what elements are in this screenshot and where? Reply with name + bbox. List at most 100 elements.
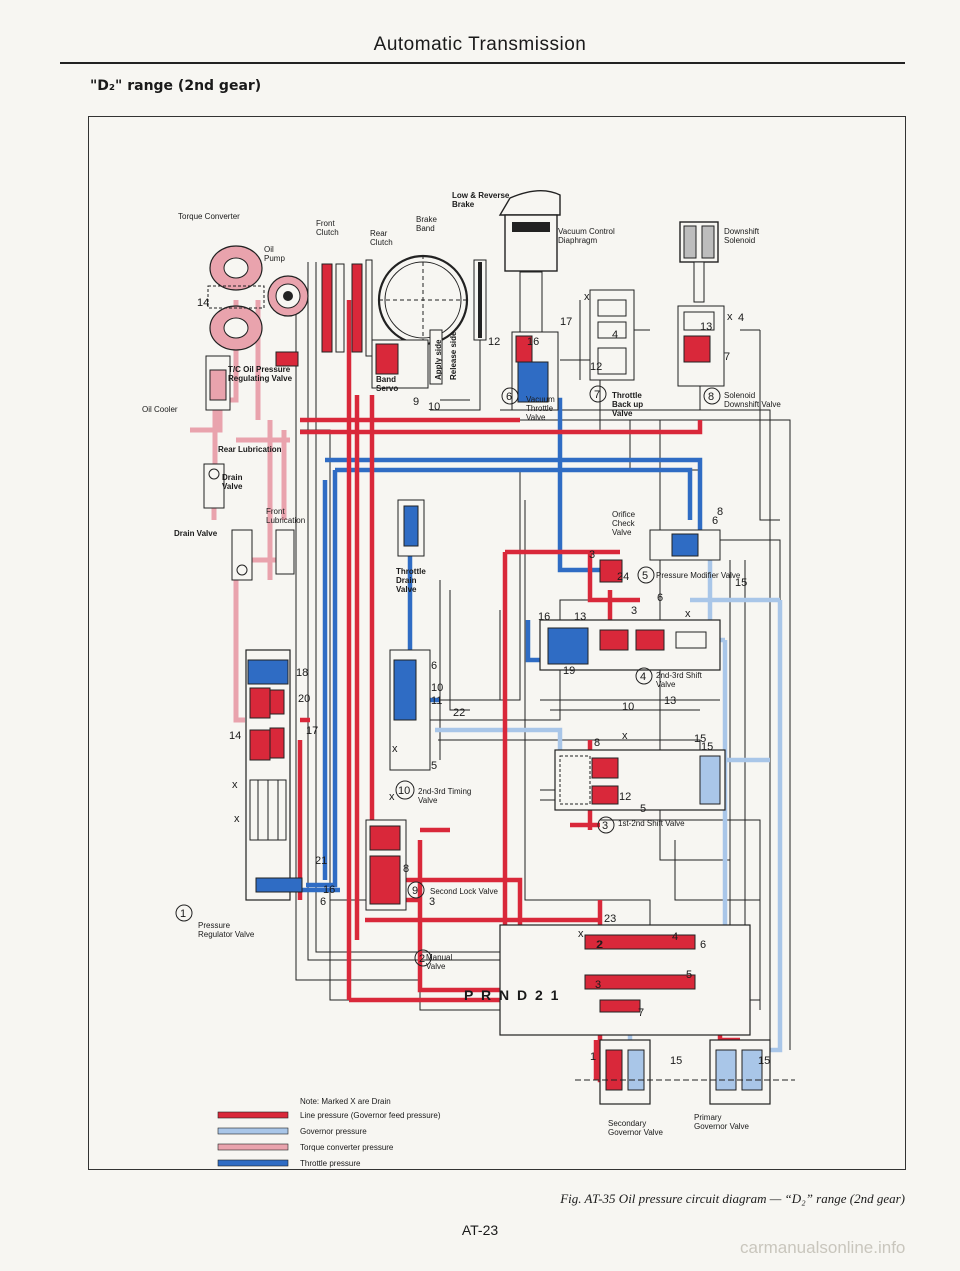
port-label: x [234,813,240,825]
label-torque-converter: Torque Converter [178,212,240,221]
port-label: x [584,291,590,303]
port-label: 12 [488,336,500,348]
downshift-solenoid [679,221,719,303]
port-label: x [232,779,238,791]
port-label: 23 [604,913,616,925]
brake-band-drum [377,254,469,346]
svg-text:5: 5 [642,570,648,582]
port-label: 13 [664,695,676,707]
drain-valve-upper [203,463,225,509]
port-label: x [578,928,584,940]
second-lock-valve [365,819,407,911]
shift-valve-2-3 [539,619,721,671]
header-rule [60,62,905,64]
throttle-back-up-valve [589,289,635,381]
marker-2: 2 [414,949,432,967]
port-label: 15 [758,1055,770,1067]
port-label: 15 [735,577,747,589]
page-number: AT-23 [461,1222,499,1238]
low-reverse-brake [473,259,487,341]
marker-10: 10 [395,780,415,800]
port-label: 18 [296,667,308,679]
port-label: 17 [560,316,572,328]
marker-9: 9 [407,881,425,899]
port-label: 1 [590,1051,596,1063]
label-oil-cooler: Oil Cooler [142,405,178,414]
pressure-regulator-valve [245,649,303,901]
vacuum-diaphragm [498,190,561,333]
label-second-lock-valve: Second Lock Valve [430,887,498,896]
drain-valve [231,529,253,581]
svg-text:7: 7 [594,389,600,401]
label-apply-side: Apply side [434,339,443,380]
port-label: 16 [538,611,550,623]
torque-converter [207,245,265,351]
svg-text:9: 9 [412,885,418,897]
port-label: 4 [612,329,618,341]
label-pressure-modifier-valve: Pressure Modifier Valve [656,571,741,580]
svg-text:8: 8 [708,391,714,403]
svg-text:2: 2 [419,953,425,965]
section-title: "D₂" range (2nd gear) [90,78,262,94]
port-label: 10 [431,682,443,694]
port-label: 5 [431,760,437,772]
port-label: 12 [590,361,602,373]
legend-label: Line pressure (Governor feed pressure) [300,1111,441,1120]
port-label: 3 [429,896,435,908]
svg-text:4: 4 [640,671,646,683]
legend-swatch [217,1159,289,1167]
svg-text:10: 10 [398,785,410,797]
port-label: 3 [589,549,595,561]
shift-valve-1-2 [554,749,726,811]
svg-text:6: 6 [506,391,512,403]
solenoid-downshift-valve [677,305,725,387]
port-label: 24 [617,571,629,583]
port-label: 6 [700,939,706,951]
port-label: 20 [298,693,310,705]
port-label: 3 [595,979,601,991]
port-label: 11 [431,695,442,707]
port-label: 3 [631,605,637,617]
port-label: x [685,608,691,620]
band-servo [371,329,443,389]
port-label: 21 [315,855,327,867]
marker-6: 6 [501,387,519,405]
rear-clutch [351,259,373,357]
port-label: 13 [700,321,712,333]
legend-label: Torque converter pressure [300,1143,394,1152]
front-clutch [321,263,345,353]
legend-swatch [217,1127,289,1135]
port-label: 8 [594,737,600,749]
legend-label: Throttle pressure [300,1159,361,1168]
port-label: 4 [738,312,744,324]
legend-items: Line pressure (Governor feed pressure) Go… [217,1111,441,1168]
port-label: 8 [717,506,723,518]
figure-caption: Fig. AT-35 Oil pressure circuit diagram … [560,1191,905,1206]
numbered-markers: 1 2 3 4 5 6 7 8 9 10 [175,385,721,967]
throttle-drain-valve [397,499,425,557]
front-lubrication-valve [275,529,295,575]
oil-pump [267,275,309,367]
legend-label: Governor pressure [300,1127,367,1136]
port-label: x [392,743,398,755]
port-label: 16 [527,336,539,348]
marker-5: 5 [637,566,655,584]
secondary-governor-valve [599,1039,651,1105]
port-label: 12 [619,791,631,803]
